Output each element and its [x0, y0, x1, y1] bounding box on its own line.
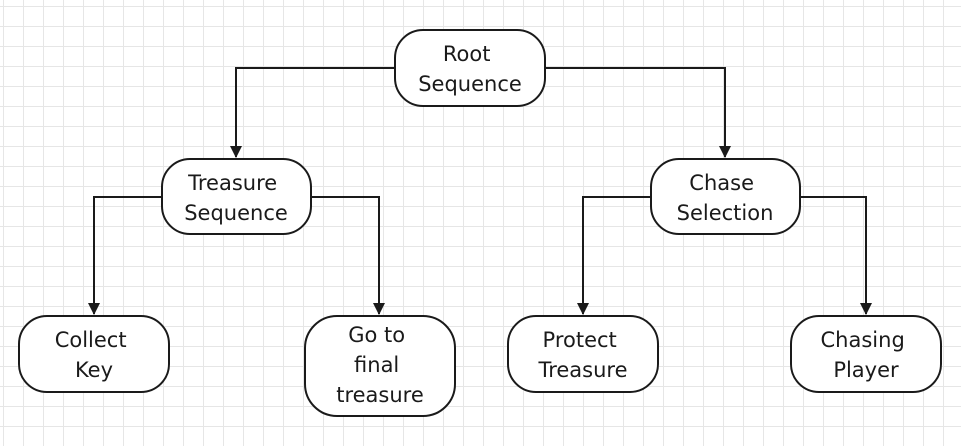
edge-root-to-treasure-sequence	[230, 67, 395, 158]
node-chase-selection-label: Chase Selection	[677, 171, 774, 225]
node-collect-key[interactable]: Collect Key	[18, 315, 170, 393]
edge-chase-selection-to-chasing-player	[800, 196, 872, 315]
node-protect-treasure-shape	[507, 315, 659, 393]
edge-treasure-sequence-to-go-to-final-treasure	[311, 196, 385, 315]
node-collect-key-shape	[18, 315, 170, 393]
node-root-sequence-shape	[394, 29, 546, 107]
node-treasure-sequence[interactable]: Treasure Sequence	[161, 158, 312, 235]
node-chase-selection[interactable]: Chase Selection	[650, 158, 801, 235]
node-treasure-sequence-label: Treasure Sequence	[184, 171, 288, 225]
edge-root-to-chase-selection	[545, 67, 731, 158]
node-collect-key-label: Collect Key	[55, 328, 134, 382]
node-protect-treasure[interactable]: Protect Treasure	[507, 315, 659, 393]
edges	[88, 67, 872, 315]
node-go-to-final-treasure-label: Go to final treasure	[336, 323, 424, 407]
node-protect-treasure-label: Protect Treasure	[537, 328, 627, 382]
node-go-to-final-treasure[interactable]: Go to final treasure	[304, 315, 456, 417]
node-chasing-player-shape	[790, 315, 942, 393]
edge-treasure-sequence-to-collect-key	[88, 196, 162, 315]
node-go-to-final-treasure-shape	[304, 315, 456, 417]
node-root-sequence[interactable]: Root Sequence	[394, 29, 546, 107]
node-root-sequence-label: Root Sequence	[418, 42, 522, 96]
node-chase-selection-shape	[650, 158, 801, 235]
node-chasing-player[interactable]: Chasing Player	[790, 315, 942, 393]
node-chasing-player-label: Chasing Player	[821, 328, 912, 382]
edge-chase-selection-to-protect-treasure	[577, 196, 651, 315]
node-treasure-sequence-shape	[161, 158, 312, 235]
